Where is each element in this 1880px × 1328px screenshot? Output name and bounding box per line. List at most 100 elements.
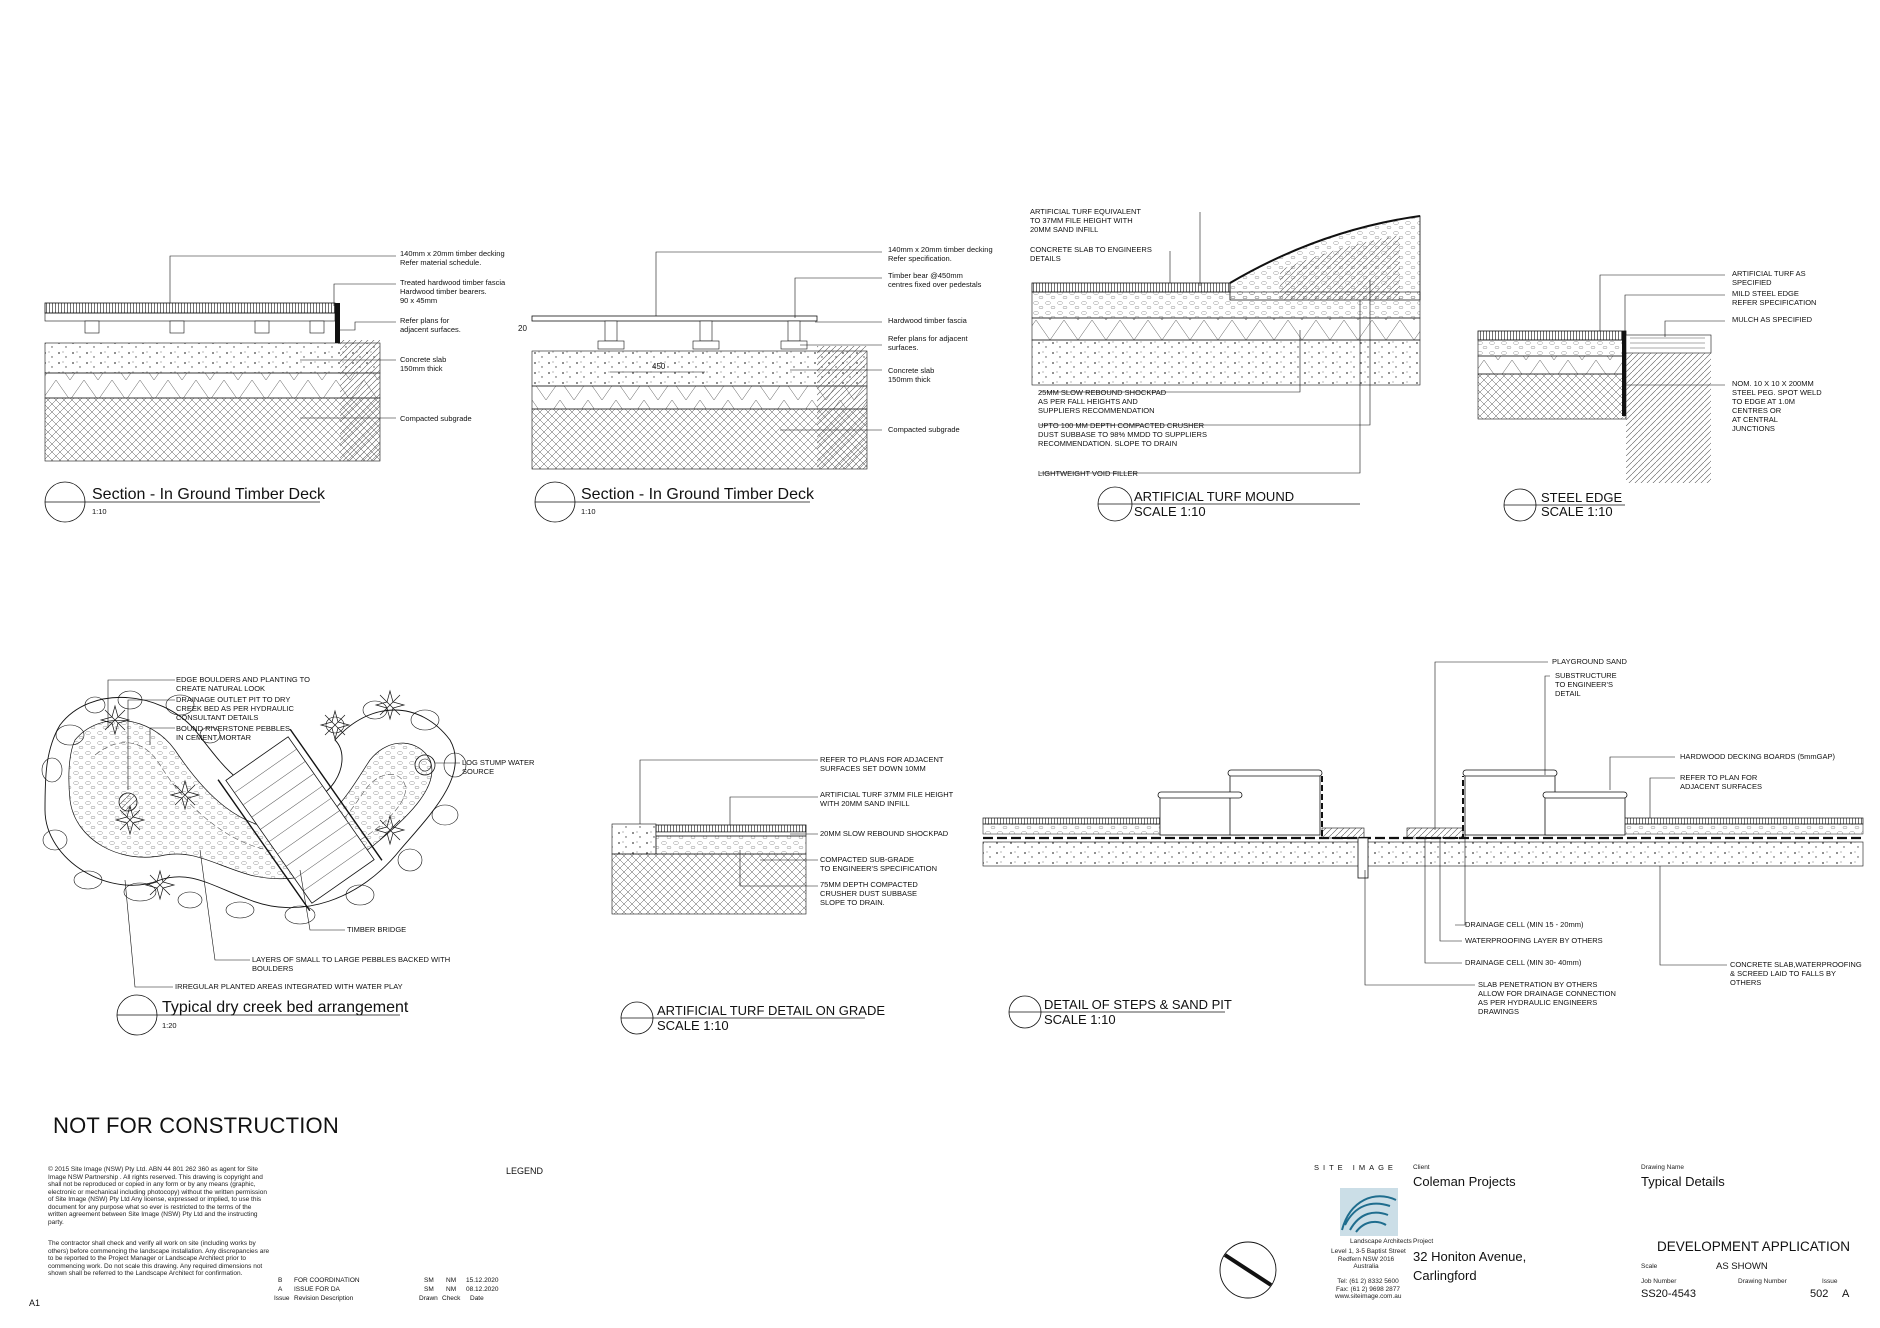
- svg-text:Compacted subgrade: Compacted subgrade: [400, 414, 472, 423]
- svg-text:WITH 20MM SAND INFILL: WITH 20MM SAND INFILL: [820, 799, 910, 808]
- detail-timber-deck-2: 450 20 140mm x 20mm timber decking Refer…: [518, 245, 993, 523]
- svg-text:CENTRES OR: CENTRES OR: [1732, 406, 1782, 415]
- svg-text:CREATE NATURAL LOOK: CREATE NATURAL LOOK: [176, 684, 265, 693]
- svg-text:TO EDGE AT 1.0M: TO EDGE AT 1.0M: [1732, 397, 1795, 406]
- issue-label: Issue: [1822, 1278, 1838, 1285]
- svg-text:CRUSHER DUST SUBBASE: CRUSHER DUST SUBBASE: [820, 889, 917, 898]
- svg-text:ARTIFICIAL TURF EQUIVALENT: ARTIFICIAL TURF EQUIVALENT: [1030, 207, 1141, 216]
- svg-text:adjacent surfaces.: adjacent surfaces.: [400, 325, 461, 334]
- svg-text:CONCRETE SLAB TO ENGINEERS: CONCRETE SLAB TO ENGINEERS: [1030, 245, 1152, 254]
- svg-text:JUNCTIONS: JUNCTIONS: [1732, 424, 1775, 433]
- svg-text:Typical dry creek bed arrangem: Typical dry creek bed arrangement: [162, 999, 409, 1016]
- svg-text:TO 37MM FILE HEIGHT WITH: TO 37MM FILE HEIGHT WITH: [1030, 216, 1133, 225]
- issue-code: A: [1842, 1288, 1850, 1300]
- svg-text:ARTIFICIAL TURF DETAIL ON GRAD: ARTIFICIAL TURF DETAIL ON GRADE: [657, 1003, 885, 1018]
- svg-text:BOULDERS: BOULDERS: [252, 964, 293, 973]
- svg-text:CONCRETE SLAB,WATERPROOFING: CONCRETE SLAB,WATERPROOFING: [1730, 960, 1862, 969]
- svg-text:REFER TO PLAN FOR: REFER TO PLAN FOR: [1680, 773, 1758, 782]
- drawing-name: Typical Details: [1641, 1174, 1725, 1189]
- svg-text:150mm thick: 150mm thick: [888, 375, 931, 384]
- svg-text:PLAYGROUND SAND: PLAYGROUND SAND: [1552, 657, 1627, 666]
- svg-text:TIMBER BRIDGE: TIMBER BRIDGE: [347, 925, 406, 934]
- detail-dry-creek-bed: EDGE BOULDERS AND PLANTING TO CREATE NAT…: [41, 675, 535, 1036]
- svg-text:1:10: 1:10: [581, 507, 596, 516]
- svg-text:TO ENGINEER'S: TO ENGINEER'S: [1555, 680, 1613, 689]
- detail-steel-edge: ARTIFICIAL TURF AS SPECIFIED MILD STEEL …: [1477, 269, 1822, 522]
- copyright-notice: © 2015 Site Image (NSW) Pty Ltd. ABN 44 …: [48, 1166, 267, 1226]
- svg-text:90 x 45mm: 90 x 45mm: [400, 296, 437, 305]
- svg-text:SLOPE TO DRAIN.: SLOPE TO DRAIN.: [820, 898, 885, 907]
- svg-text:Timber bear @450mm: Timber bear @450mm: [888, 271, 963, 280]
- svg-text:centres fixed over pedestals: centres fixed over pedestals: [888, 280, 982, 289]
- svg-text:AS PER HYDRAULIC ENGINEERS: AS PER HYDRAULIC ENGINEERS: [1478, 998, 1597, 1007]
- svg-text:DETAIL: DETAIL: [1555, 689, 1581, 698]
- svg-text:140mm x 20mm timber decking: 140mm x 20mm timber decking: [888, 245, 993, 254]
- detail-timber-deck-1: 140mm x 20mm timber decking Refer materi…: [44, 249, 506, 523]
- scale-value: AS SHOWN: [1716, 1261, 1768, 1272]
- svg-text:ARTIFICIAL TURF 37MM FILE HEI: ARTIFICIAL TURF 37MM FILE HEIGHT: [820, 790, 954, 799]
- svg-text:450: 450: [652, 362, 666, 371]
- svg-text:AS PER FALL HEIGHTS AND: AS PER FALL HEIGHTS AND: [1038, 397, 1138, 406]
- svg-text:Hardwood timber bearers.: Hardwood timber bearers.: [400, 287, 487, 296]
- svg-text:20MM SAND INFILL: 20MM SAND INFILL: [1030, 225, 1098, 234]
- contractor-note: The contractor shall check and verify al…: [48, 1240, 270, 1277]
- svg-text:DETAIL OF STEPS & SAND PIT: DETAIL OF STEPS & SAND PIT: [1044, 997, 1232, 1012]
- svg-text:Treated hardwood timber fascia: Treated hardwood timber fascia: [400, 278, 506, 287]
- svg-text:ARTIFICIAL TURF AS: ARTIFICIAL TURF AS: [1732, 269, 1806, 278]
- svg-text:AT CENTRAL: AT CENTRAL: [1732, 415, 1778, 424]
- svg-text:BOUND RIVERSTONE PEBBLES: BOUND RIVERSTONE PEBBLES: [176, 724, 290, 733]
- legend-label: LEGEND: [506, 1166, 544, 1176]
- project-address-line2: Carlingford: [1413, 1268, 1477, 1283]
- svg-text:Section - In Ground Timber Dec: Section - In Ground Timber Deck: [92, 486, 326, 503]
- svg-text:DRAINAGE CELL (MIN 30- 40mm): DRAINAGE CELL (MIN 30- 40mm): [1465, 958, 1582, 967]
- detail-artificial-turf-mound: ARTIFICIAL TURF EQUIVALENT TO 37MM FILE …: [1030, 207, 1421, 522]
- project-address-line1: 32 Honiton Avenue,: [1413, 1249, 1527, 1264]
- scale-label: Scale: [1641, 1263, 1658, 1270]
- svg-text:SCALE 1:10: SCALE 1:10: [657, 1018, 729, 1033]
- svg-text:COMPACTED SUB-GRADE: COMPACTED SUB-GRADE: [820, 855, 914, 864]
- revision-header: Issue Revision Description Drawn Check D…: [274, 1295, 484, 1302]
- svg-text:Section - In Ground Timber Dec: Section - In Ground Timber Deck: [581, 486, 815, 503]
- svg-text:ARTIFICIAL TURF MOUND: ARTIFICIAL TURF MOUND: [1134, 489, 1294, 504]
- svg-text:& SCREED LAID TO FALLS BY: & SCREED LAID TO FALLS BY: [1730, 969, 1836, 978]
- svg-text:HARDWOOD DECKING BOARDS (5mmGA: HARDWOOD DECKING BOARDS (5mmGAP): [1680, 752, 1836, 761]
- north-arrow: [1219, 1241, 1277, 1299]
- svg-text:140mm x 20mm timber decking: 140mm x 20mm timber decking: [400, 249, 505, 258]
- svg-text:RECOMMENDATION. SLOPE TO DRAIN: RECOMMENDATION. SLOPE TO DRAIN: [1038, 439, 1177, 448]
- svg-text:OTHERS: OTHERS: [1730, 978, 1761, 987]
- detail-artificial-turf-on-grade: REFER TO PLANS FOR ADJACENT SURFACES SET…: [611, 755, 954, 1035]
- svg-text:Refer plans for: Refer plans for: [400, 316, 450, 325]
- svg-text:SCALE 1:10: SCALE 1:10: [1044, 1012, 1116, 1027]
- svg-text:Refer material schedule.: Refer material schedule.: [400, 258, 481, 267]
- svg-text:DETAILS: DETAILS: [1030, 254, 1061, 263]
- svg-text:ALLOW FOR DRAINAGE CONNECTION: ALLOW FOR DRAINAGE CONNECTION: [1478, 989, 1616, 998]
- sheet-size: A1: [29, 1298, 41, 1308]
- svg-text:LIGHTWEIGHT VOID FILLER: LIGHTWEIGHT VOID FILLER: [1038, 469, 1138, 478]
- svg-text:SOURCE: SOURCE: [462, 767, 494, 776]
- svg-text:Compacted subgrade: Compacted subgrade: [888, 425, 960, 434]
- svg-text:DRAINAGE CELL (MIN 15 - 20mm): DRAINAGE CELL (MIN 15 - 20mm): [1465, 920, 1584, 929]
- svg-text:SCALE 1:10: SCALE 1:10: [1134, 504, 1206, 519]
- drawing-number: 502: [1810, 1288, 1829, 1300]
- revision-row: A ISSUE FOR DA SM NM 08.12.2020: [278, 1286, 499, 1293]
- svg-text:Concrete slab: Concrete slab: [888, 366, 934, 375]
- svg-text:surfaces.: surfaces.: [888, 343, 918, 352]
- svg-text:SPECIFIED: SPECIFIED: [1732, 278, 1772, 287]
- svg-text:Refer specification.: Refer specification.: [888, 254, 952, 263]
- svg-text:TO ENGINEER'S SPECIFICATION: TO ENGINEER'S SPECIFICATION: [820, 864, 937, 873]
- svg-text:DRAINAGE OUTLET PIT TO DRY: DRAINAGE OUTLET PIT TO DRY: [176, 695, 290, 704]
- project-label: Project: [1413, 1238, 1434, 1245]
- drawing-name-label: Drawing Name: [1641, 1164, 1684, 1171]
- svg-text:ADJACENT SURFACES: ADJACENT SURFACES: [1680, 782, 1762, 791]
- detail-steps-sand-pit: PLAYGROUND SAND SUBSTRUCTURE TO ENGINEER…: [982, 657, 1864, 1029]
- svg-text:STEEL EDGE: STEEL EDGE: [1541, 490, 1622, 505]
- firm-name: SITE IMAGE: [1314, 1163, 1397, 1172]
- drawing-number-label: Drawing Number: [1738, 1278, 1787, 1285]
- svg-text:1:20: 1:20: [162, 1021, 177, 1030]
- svg-text:SURFACES SET DOWN 10MM: SURFACES SET DOWN 10MM: [820, 764, 926, 773]
- svg-text:SUBSTRUCTURE: SUBSTRUCTURE: [1555, 671, 1617, 680]
- svg-text:LOG STUMP WATER: LOG STUMP WATER: [462, 758, 535, 767]
